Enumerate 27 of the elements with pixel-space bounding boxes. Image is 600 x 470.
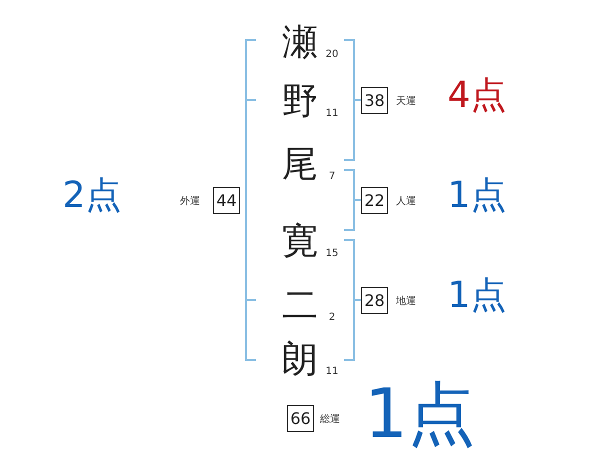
stroke-count: 7 (328, 172, 336, 182)
fortune-label: 総運 (320, 413, 340, 426)
rating-text: 2点 (62, 178, 122, 214)
rating-text: 4点 (448, 78, 506, 114)
rating-text: 1点 (448, 278, 506, 314)
score-box: 38 (361, 87, 388, 114)
score-box: 22 (361, 187, 388, 214)
name-character: 朗 (282, 342, 318, 378)
name-character: 野 (282, 84, 318, 120)
stroke-count: 2 (328, 313, 336, 323)
stroke-count: 11 (326, 109, 338, 119)
fortune-label: 人運 (396, 195, 416, 208)
stroke-count: 15 (326, 249, 338, 259)
stroke-count: 11 (326, 367, 338, 377)
rating-text: 1点 (448, 178, 506, 214)
name-character: 寛 (282, 224, 318, 260)
score-box: 44 (213, 187, 240, 214)
name-character: 二 (282, 288, 318, 324)
score-box: 28 (361, 287, 388, 314)
fortune-label: 地運 (396, 294, 416, 308)
stroke-count: 20 (326, 50, 338, 60)
rating-text: 1点 (364, 381, 476, 449)
fortune-label: 外運 (180, 195, 200, 208)
fortune-label: 天運 (396, 95, 416, 108)
name-character: 瀬 (282, 25, 318, 61)
score-box: 66 (287, 405, 314, 432)
name-character: 尾 (282, 147, 318, 183)
